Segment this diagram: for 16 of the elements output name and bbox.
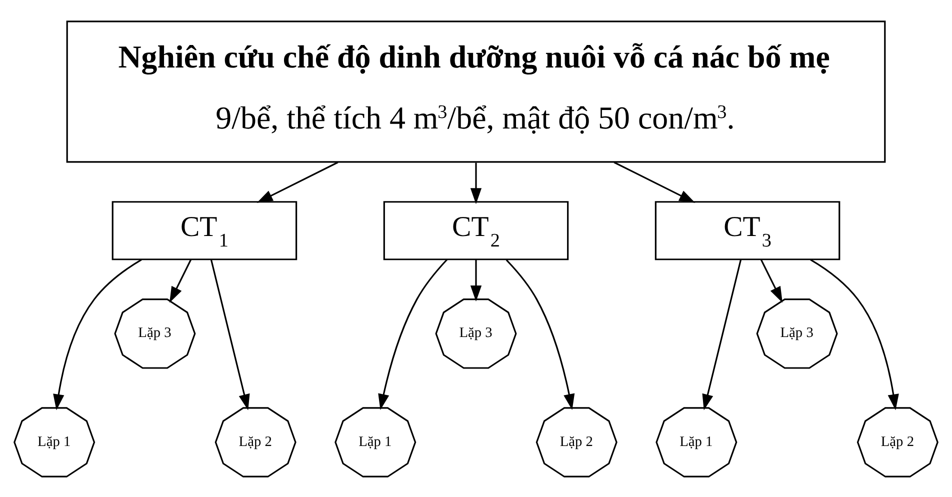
node-box: CT$_{2}$	[383, 200, 569, 260]
arrow	[614, 161, 696, 202]
node-box: CT$_{1}$	[112, 200, 298, 260]
node-box: CT$_{3}$	[654, 200, 840, 260]
arrow	[810, 258, 899, 410]
arrow	[760, 258, 782, 302]
arrow	[210, 258, 250, 410]
arrow	[378, 258, 448, 410]
arrow	[470, 162, 482, 204]
arrow	[170, 258, 192, 302]
arrow	[702, 258, 742, 410]
arrow	[256, 161, 338, 202]
arrow	[53, 258, 142, 410]
arrow	[506, 258, 575, 410]
arrow	[470, 259, 482, 302]
node-box: Nghiên cứu chế độ dinh dưỡng nuôi vỗ cá nác bố mẹ 9/bể, thể tích 4 m$^{3}$/bể, mật độ 50 con/m$^{3}$.	[66, 20, 886, 162]
